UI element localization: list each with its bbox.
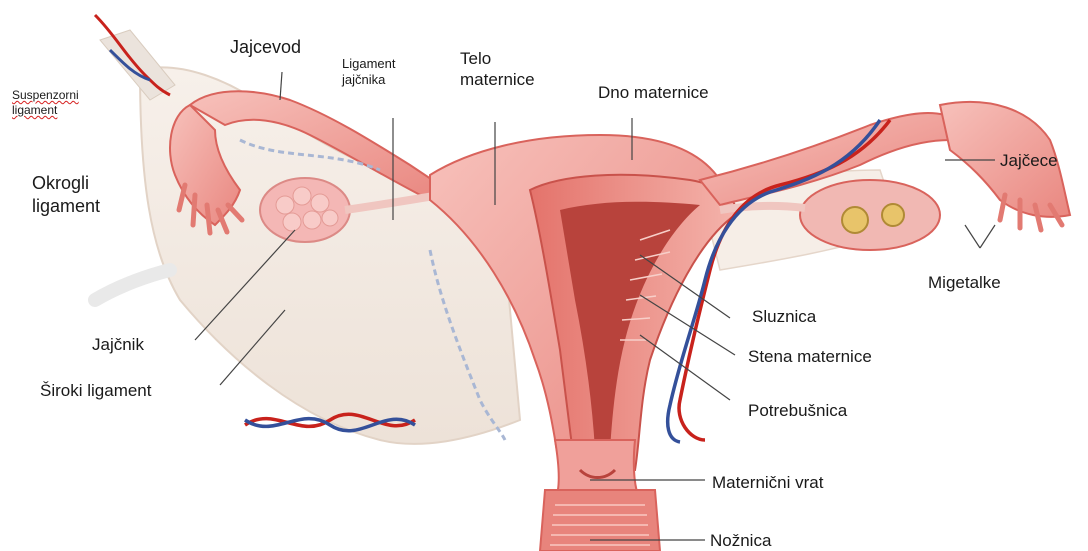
- right-ovary-follicle-1: [842, 207, 868, 233]
- label-cilia: Migetalke: [928, 272, 1001, 293]
- vagina-shape: [540, 490, 660, 551]
- label-uterus-fundus: Dno maternice: [598, 82, 709, 103]
- label-suspensory-ligament: Suspenzorni ligament: [12, 88, 79, 118]
- label-fallopian-tube: Jajcevod: [230, 36, 301, 59]
- right-ovarian-ligament-shape: [720, 206, 805, 210]
- label-cervix: Maternični vrat: [712, 472, 823, 493]
- label-ovary: Jajčnik: [92, 334, 144, 355]
- label-uterus-body: Telo maternice: [460, 48, 535, 91]
- label-peritoneum: Potrebušnica: [748, 400, 847, 421]
- label-ovarian-ligament: Ligament jajčnika: [342, 56, 395, 89]
- label-broad-ligament: Široki ligament: [40, 380, 152, 401]
- right-ovary-shape: [800, 180, 940, 250]
- label-vagina: Nožnica: [710, 530, 771, 551]
- round-ligament-shape: [95, 270, 170, 300]
- label-endometrium: Sluznica: [752, 306, 816, 327]
- label-round-ligament: Okrogli ligament: [32, 172, 100, 217]
- label-egg-cell: Jajčece: [1000, 150, 1058, 171]
- right-ovary-follicle-2: [882, 204, 904, 226]
- label-uterine-wall: Stena maternice: [748, 346, 872, 367]
